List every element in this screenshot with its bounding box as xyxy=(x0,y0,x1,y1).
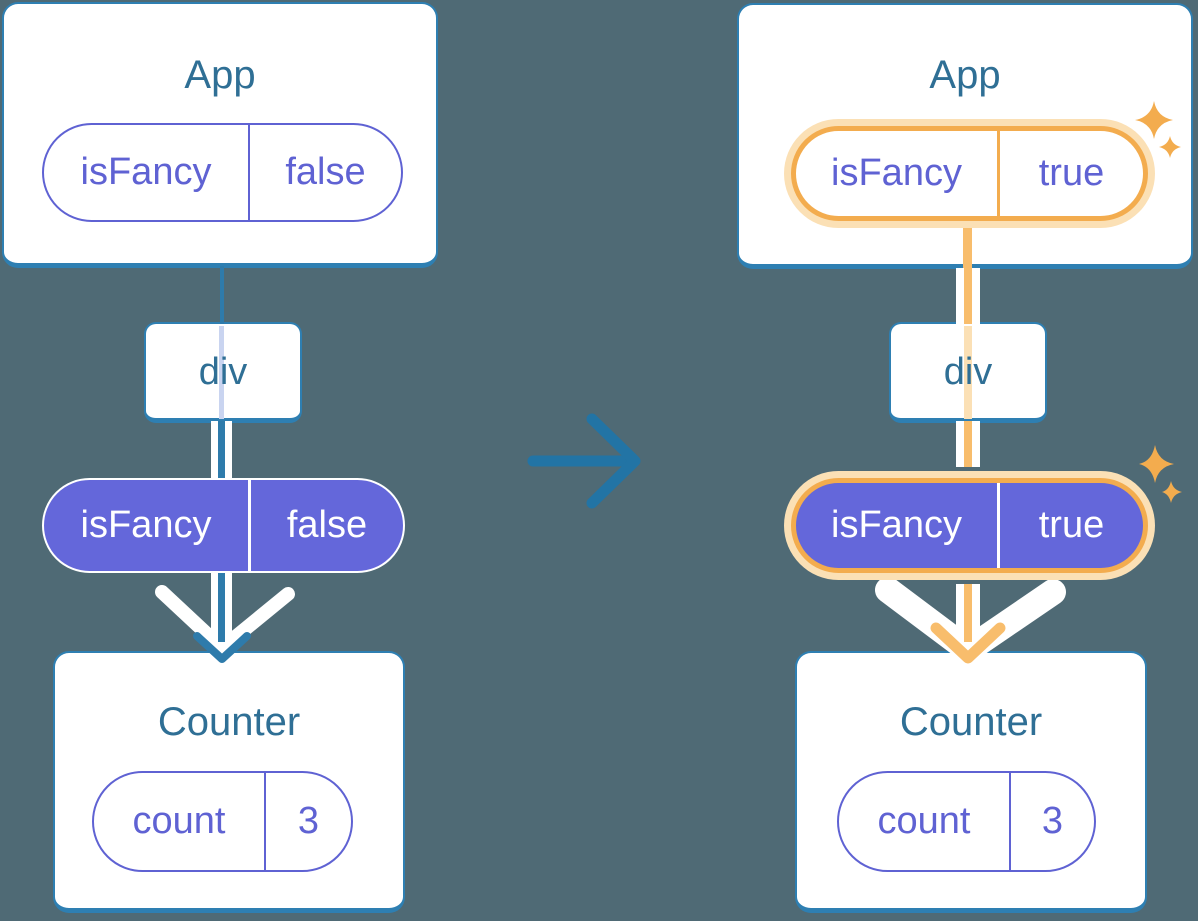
right-prop-ribbon-app-to-div xyxy=(956,268,980,324)
right-div-label: div xyxy=(943,351,993,393)
right-prop-ribbon-pill-to-counter xyxy=(956,584,980,642)
app-pill-sparkles-icon xyxy=(1135,101,1181,158)
left-app-prop-value: false xyxy=(285,151,366,193)
left-passed-prop-pill: isFancy false xyxy=(42,478,405,573)
transition-right-arrow-icon xyxy=(527,413,641,509)
right-div-pass-through-line xyxy=(964,326,972,419)
left-passed-prop-name: isFancy xyxy=(44,480,251,571)
left-div-pass-through-line xyxy=(219,326,224,419)
left-app-prop-name: isFancy xyxy=(44,125,250,220)
right-counter-title: Counter xyxy=(899,700,1043,744)
left-edge-app-to-div xyxy=(220,266,224,324)
left-prop-ribbon-div-to-pill xyxy=(211,421,232,480)
left-white-chevron-icon xyxy=(155,585,295,655)
right-prop-line-in-app-card xyxy=(963,228,972,270)
left-counter-state-pill: count 3 xyxy=(92,771,353,872)
right-counter-state-name: count xyxy=(839,773,1011,870)
left-passed-prop-value: false xyxy=(286,504,368,546)
right-prop-ribbon-div-to-pill xyxy=(956,421,980,467)
right-flow-arrowhead-icon xyxy=(930,622,1006,664)
right-white-chevron-icon xyxy=(875,577,1066,663)
left-flow-arrowhead-icon xyxy=(193,632,251,663)
right-passed-prop-pill-highlighted: isFancy true xyxy=(791,478,1148,573)
right-app-title: App xyxy=(929,53,1001,97)
left-counter-title: Counter xyxy=(157,700,301,744)
right-app-prop-pill-highlighted: isFancy true xyxy=(791,126,1148,221)
left-app-title: App xyxy=(184,53,256,97)
left-counter-state-name: count xyxy=(94,773,266,870)
left-div-label: div xyxy=(198,351,248,393)
right-passed-prop-value: true xyxy=(1038,504,1105,546)
right-app-prop-name: isFancy xyxy=(796,131,1000,216)
right-app-prop-value: true xyxy=(1038,152,1105,194)
left-prop-ribbon-pill-to-counter xyxy=(211,571,232,642)
right-passed-prop-name: isFancy xyxy=(796,483,1000,568)
left-counter-state-value: 3 xyxy=(297,800,320,842)
right-counter-state-value: 3 xyxy=(1041,800,1064,842)
context-pill-sparkles-icon xyxy=(1139,445,1182,503)
right-counter-state-pill: count 3 xyxy=(837,771,1096,872)
left-app-prop-pill: isFancy false xyxy=(42,123,403,222)
